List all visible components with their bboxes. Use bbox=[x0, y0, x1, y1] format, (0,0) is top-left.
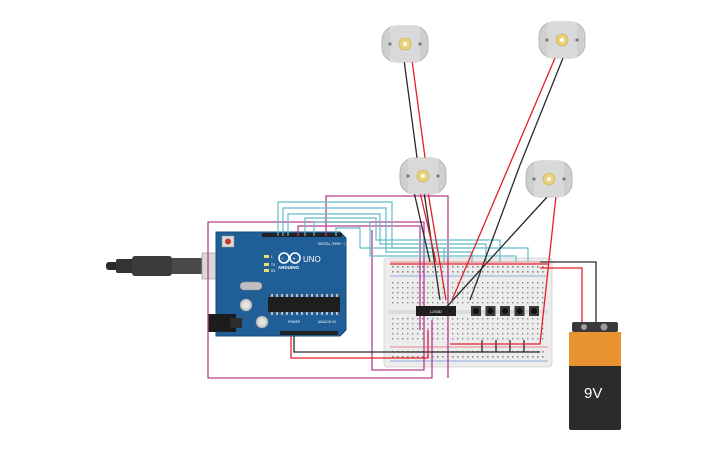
dc-motor[interactable] bbox=[538, 21, 586, 59]
led-label-rx: RX bbox=[271, 269, 276, 273]
wires-black[interactable] bbox=[293, 57, 597, 353]
push-button[interactable] bbox=[500, 306, 510, 316]
arduino-uno-board[interactable]: DIGITAL (PWM ~) L TX RX − + ARDUINO UNO bbox=[106, 231, 347, 337]
power-jack[interactable] bbox=[208, 314, 236, 332]
power-header-label: POWER bbox=[288, 320, 301, 324]
arduino-logo-icon: − + bbox=[278, 252, 301, 264]
push-button[interactable] bbox=[471, 306, 481, 316]
digital-header[interactable] bbox=[262, 233, 342, 237]
analog-header-label: ANALOG IN bbox=[318, 320, 336, 324]
svg-text:−: − bbox=[281, 256, 284, 262]
dc-motor-group[interactable] bbox=[381, 21, 586, 198]
digital-header-label: DIGITAL (PWM ~) bbox=[318, 242, 345, 246]
dc-motor[interactable] bbox=[381, 25, 429, 63]
dc-motor[interactable] bbox=[525, 160, 573, 198]
arduino-brand: ARDUINO bbox=[278, 265, 299, 270]
driver-chip-label: L293D bbox=[430, 309, 442, 314]
dc-motor[interactable] bbox=[399, 157, 447, 195]
power-header[interactable] bbox=[280, 331, 338, 335]
push-button[interactable] bbox=[485, 306, 496, 316]
wires-red[interactable] bbox=[290, 57, 583, 359]
battery-label: 9V bbox=[584, 385, 602, 402]
battery-9v[interactable]: - + 9V bbox=[569, 322, 621, 430]
breadboard-holes bbox=[392, 266, 544, 358]
arduino-model: UNO bbox=[303, 255, 321, 264]
led-label-l: L bbox=[271, 255, 273, 259]
push-button[interactable] bbox=[514, 306, 525, 316]
l293d-driver-chip[interactable]: L293D bbox=[416, 306, 456, 316]
breadboard[interactable] bbox=[383, 257, 553, 368]
atmega-chip bbox=[268, 297, 340, 312]
led-label-tx: TX bbox=[270, 263, 276, 267]
svg-text:+: + bbox=[293, 257, 296, 263]
push-button[interactable] bbox=[529, 306, 539, 316]
push-button-group[interactable] bbox=[471, 306, 539, 316]
